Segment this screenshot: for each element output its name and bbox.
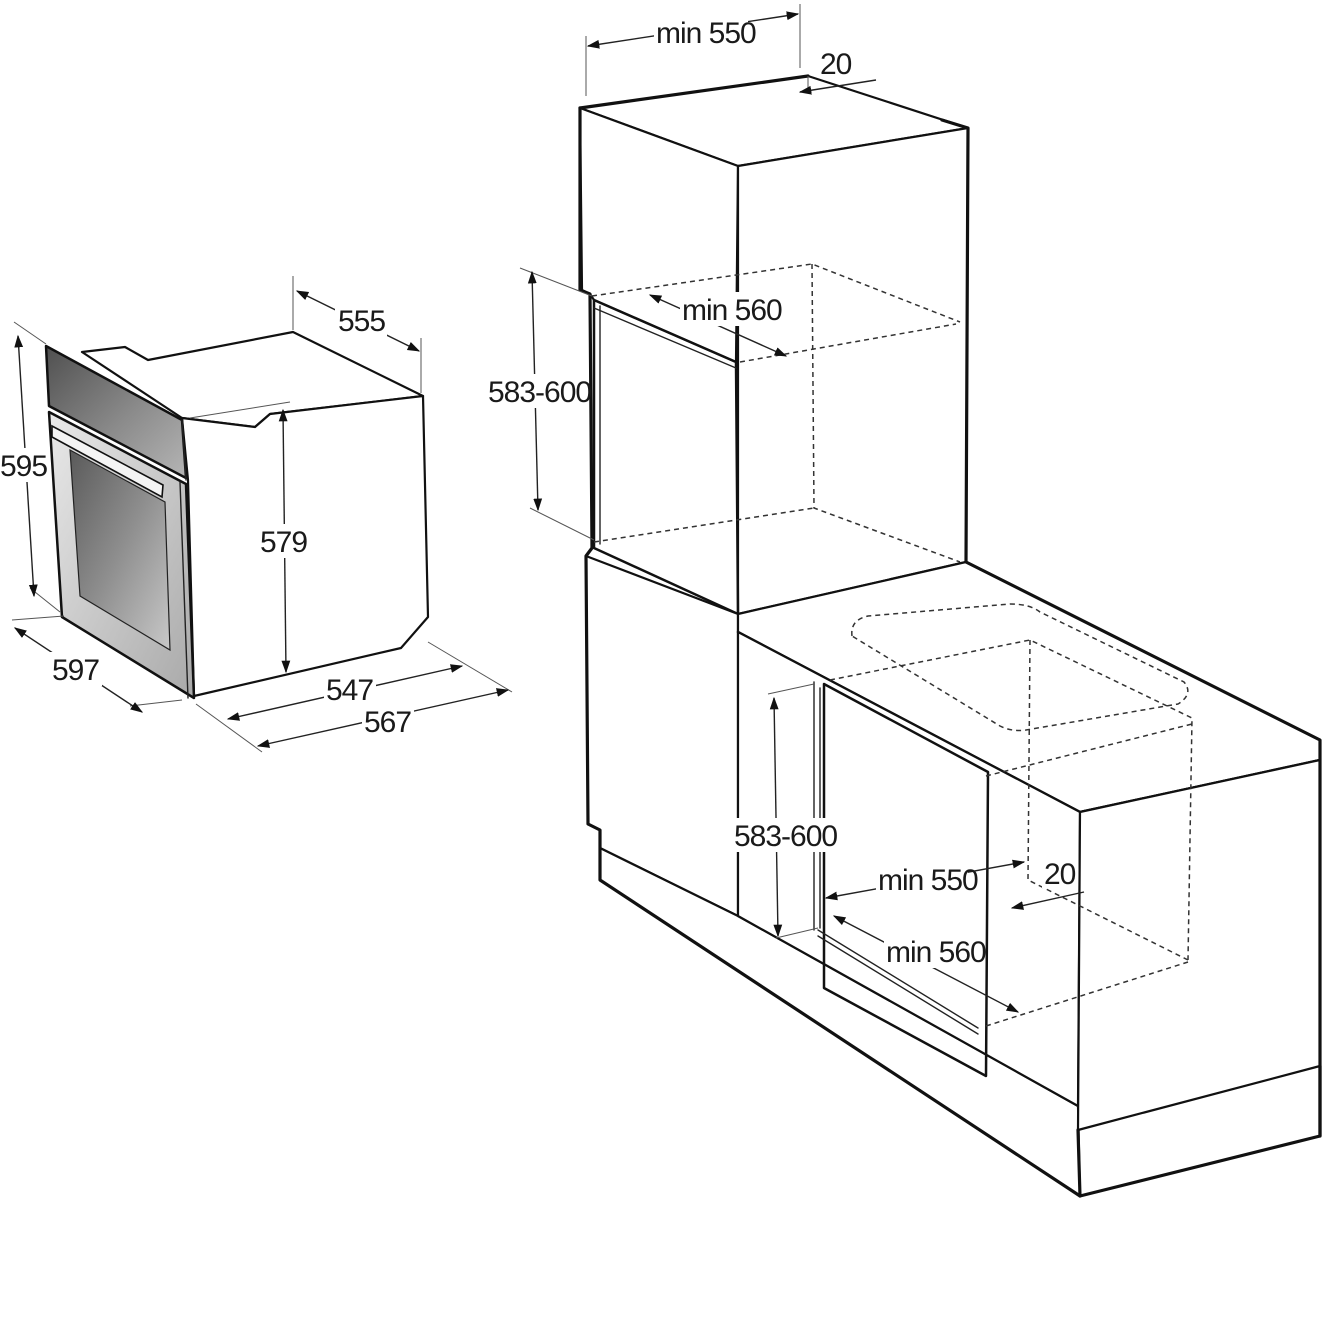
tall-cabinet-side (736, 126, 970, 616)
label-583-600-bottom: 583-600 (734, 820, 837, 853)
label-583-600-top: 583-600 (488, 376, 591, 409)
oven-drawing (44, 330, 430, 700)
label-595: 595 (0, 450, 47, 483)
oven-labels: 555 595 579 597 547 567 (0, 302, 414, 739)
label-min550-bottom: min 550 (878, 864, 978, 897)
oven-handle (51, 424, 164, 499)
label-547: 547 (326, 674, 373, 707)
label-555: 555 (338, 305, 385, 338)
label-20-bottom: 20 (1044, 858, 1076, 891)
label-597: 597 (52, 654, 99, 687)
cabinet-labels: min 550 20 min 560 583-600 583-600 min 5… (486, 14, 1077, 969)
label-579: 579 (260, 526, 307, 559)
dim-line-583-600-bottom (769, 696, 783, 938)
dim-line-20-bottom (1010, 891, 1085, 910)
tall-cabinet-drawing (578, 74, 1322, 1198)
label-min560-bottom: min 560 (886, 936, 986, 969)
label-567: 567 (364, 706, 411, 739)
oven-door-glass (69, 448, 171, 652)
label-min550-top: min 550 (656, 17, 756, 50)
base-cabinet-right (1076, 758, 1322, 1132)
dim-line-20-top (798, 79, 877, 95)
label-20-top: 20 (820, 48, 852, 81)
hob-cutout (851, 603, 1189, 732)
label-min560-top: min 560 (682, 294, 782, 327)
